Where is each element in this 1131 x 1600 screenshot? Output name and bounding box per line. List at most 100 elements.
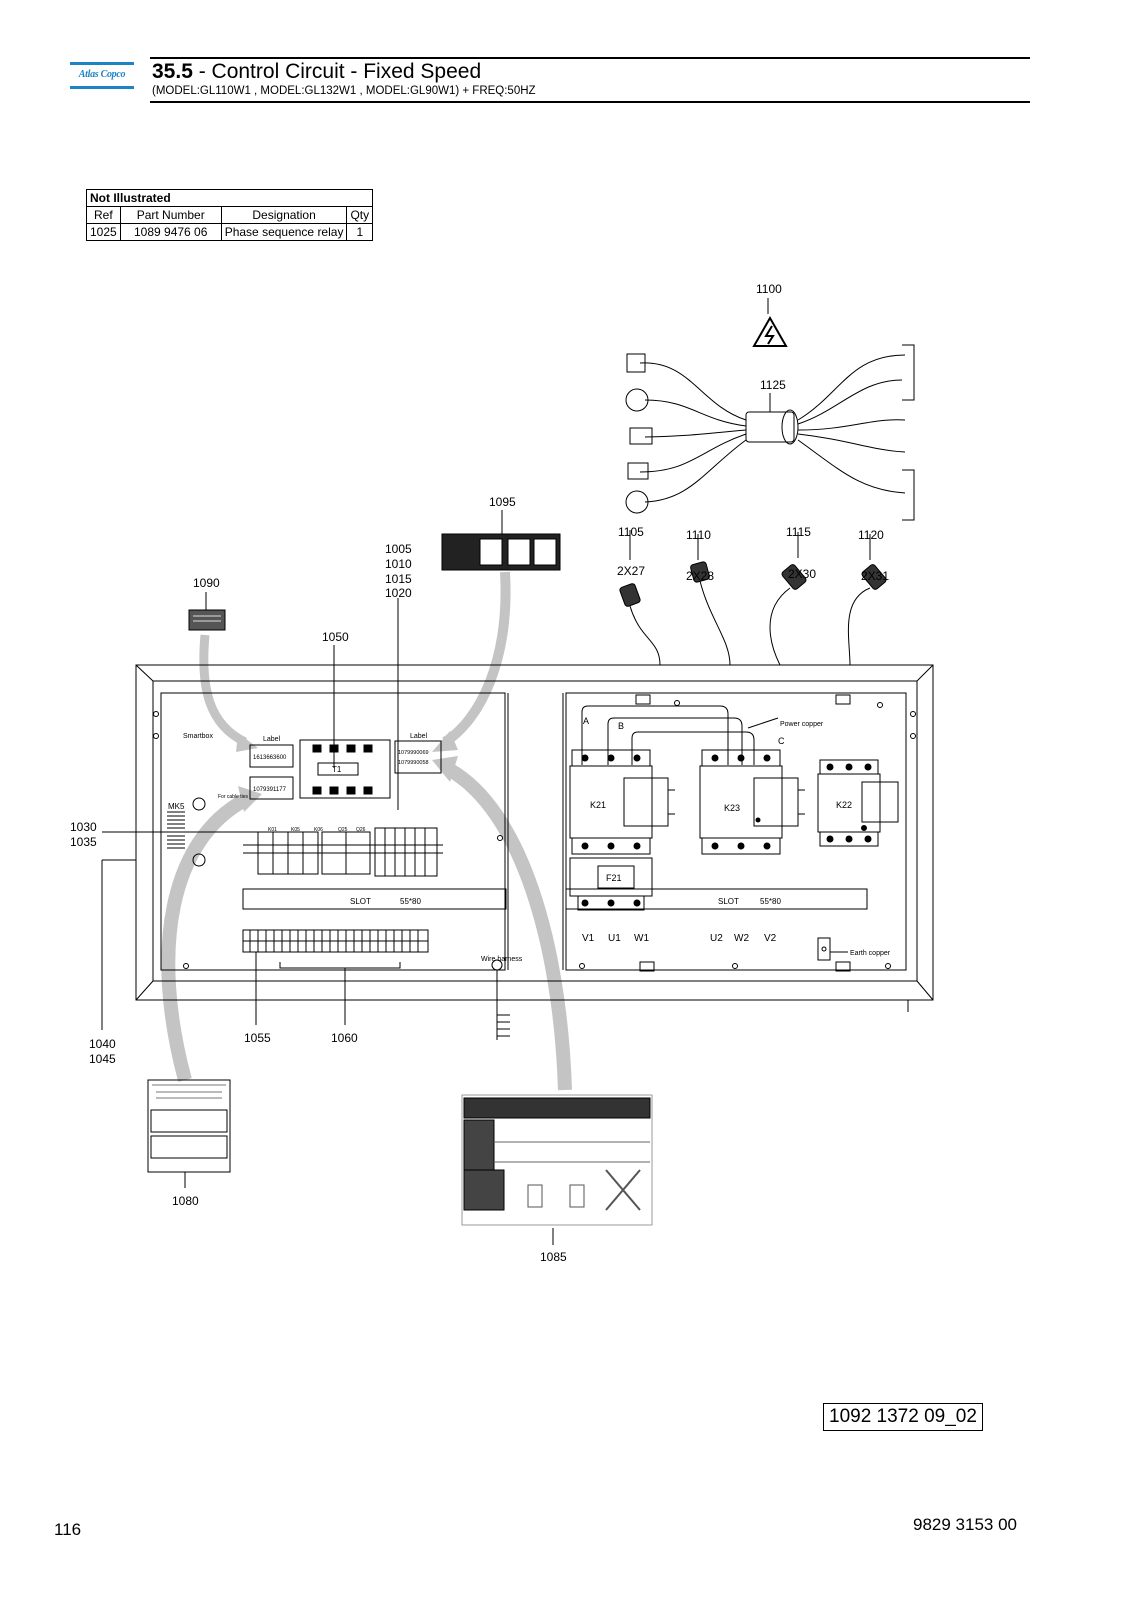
- q26-label: Q26: [356, 827, 366, 833]
- transformer-t1: [299, 739, 391, 799]
- connector-2x28: 2X28: [686, 569, 714, 583]
- cabinet-outline: [135, 664, 934, 1012]
- callout-1050: 1050: [322, 630, 349, 644]
- header-top-rule: [150, 57, 1030, 59]
- wire-harness-1125: [625, 344, 915, 521]
- cell-part-number: 1089 9476 06: [119, 223, 222, 241]
- terminal-strip: [242, 929, 429, 969]
- din-rail-components: [243, 827, 443, 877]
- col-part-number: Part Number: [119, 206, 222, 224]
- slot-right: [565, 888, 868, 910]
- callout-1035: 1035: [70, 835, 97, 849]
- decal-1085: [461, 1094, 653, 1226]
- label-number-4: 1079990058: [398, 760, 429, 766]
- power-copper-label: Power copper: [780, 721, 824, 728]
- logo-bottom-bar: [70, 86, 134, 89]
- document-number: 9829 3153 00: [913, 1515, 1017, 1534]
- cable-ties-label: For cable ties: [218, 794, 249, 800]
- terminal-u2: U2: [710, 933, 723, 944]
- label-number-1: 1613663600: [253, 755, 287, 761]
- bar-c-label: C: [778, 736, 785, 746]
- callout-1120: 1120: [858, 528, 884, 542]
- arrow-1090-to-label: [199, 634, 258, 752]
- label-plate-2: [249, 776, 294, 800]
- label-number-2: 1079391177: [253, 787, 287, 793]
- callout-1090: 1090: [193, 576, 220, 590]
- callout-1020: 1020: [385, 586, 412, 600]
- fuse-f21: [569, 857, 653, 911]
- wire-harness-label: Wire harness: [481, 956, 523, 963]
- callout-1015: 1015: [385, 572, 412, 586]
- decal-1080: [147, 1079, 231, 1173]
- slot-left-label: SLOT: [350, 897, 371, 906]
- callout-1115: 1115: [786, 525, 811, 539]
- logo-top-bar: [70, 62, 134, 65]
- callout-1010: 1010: [385, 557, 412, 571]
- section-number: 35.5: [152, 60, 193, 83]
- connector-2x31: 2X31: [861, 569, 889, 583]
- k22-label: K22: [836, 800, 852, 810]
- earth-copper-label: Earth copper: [850, 950, 891, 957]
- table-header-row: Ref Part Number Designation Qty: [86, 206, 374, 224]
- cell-qty: 1: [346, 223, 374, 241]
- atlas-copco-logo: Atlas Copco: [70, 62, 134, 92]
- drawing-id-box: 1092 1372 09_02: [823, 1403, 983, 1431]
- label-right-title: Label: [410, 733, 428, 740]
- terminal-v1: V1: [582, 933, 595, 944]
- arrow-1085-to-label: [432, 756, 572, 1091]
- power-copper-bars: [581, 705, 779, 765]
- k01-label: K01: [268, 827, 277, 833]
- slot-left: [242, 888, 507, 910]
- connector-plugs: [619, 561, 887, 607]
- terminal-u1: U1: [608, 933, 621, 944]
- label-left-title: Label: [263, 736, 281, 743]
- callout-1055: 1055: [244, 1031, 271, 1045]
- callout-1100: 1100: [756, 282, 782, 296]
- callout-1040: 1040: [89, 1037, 116, 1051]
- mount-holes: [153, 694, 916, 972]
- callout-1030: 1030: [70, 820, 97, 834]
- panel-small-labels: Smartbox Label Label 1613663600 10793911…: [168, 716, 891, 963]
- logo-wordmark: Atlas Copco: [78, 69, 126, 80]
- arrow-1095-to-label: [432, 571, 511, 752]
- mk5-label: MK5: [168, 802, 185, 811]
- contactor-k21: [569, 749, 675, 855]
- table-row: 1025 1089 9476 06 Phase sequence relay 1: [86, 223, 374, 241]
- k21-label: K21: [590, 800, 606, 810]
- slot-left-size: 55*80: [400, 897, 421, 906]
- page-number: 116: [54, 1520, 82, 1539]
- cell-designation: Phase sequence relay: [220, 223, 348, 241]
- callout-1105: 1105: [618, 525, 644, 539]
- header-bottom-rule: [150, 101, 1030, 103]
- connector-2x27: 2X27: [617, 564, 645, 578]
- contactor-k22: [817, 759, 899, 847]
- connector-2x30: 2X30: [788, 567, 816, 581]
- callout-1045: 1045: [89, 1052, 116, 1066]
- callout-1095: 1095: [489, 495, 516, 509]
- wire-harness-stub: [491, 959, 510, 1040]
- t1-label: T1: [332, 765, 342, 774]
- label-plate-3: [394, 740, 442, 774]
- connector-cables: [629, 580, 871, 666]
- page-subtitle: (MODEL:GL110W1 , MODEL:GL132W1 , MODEL:G…: [152, 85, 536, 97]
- q25-label: Q25: [338, 827, 348, 833]
- terminal-v2: V2: [764, 933, 777, 944]
- slot-right-label: SLOT: [718, 897, 739, 906]
- not-illustrated-table: Not Illustrated Ref Part Number Designat…: [85, 189, 374, 241]
- contactor-terminals: [581, 754, 872, 907]
- mk5-vent: [167, 811, 185, 849]
- col-ref: Ref: [86, 206, 121, 224]
- table-heading-row: Not Illustrated: [85, 189, 374, 207]
- smartbox-label: Smartbox: [183, 733, 213, 740]
- callout-1085: 1085: [540, 1250, 567, 1264]
- callout-1110: 1110: [686, 528, 711, 542]
- decal-1095: [441, 533, 561, 571]
- callout-1005: 1005: [385, 542, 412, 556]
- k06-label: K06: [314, 827, 323, 833]
- k23-label: K23: [724, 803, 740, 813]
- label-plate-1: [249, 744, 294, 768]
- table-heading: Not Illustrated: [85, 189, 374, 207]
- bar-a-label: A: [583, 716, 589, 726]
- terminal-w2: W2: [734, 933, 749, 944]
